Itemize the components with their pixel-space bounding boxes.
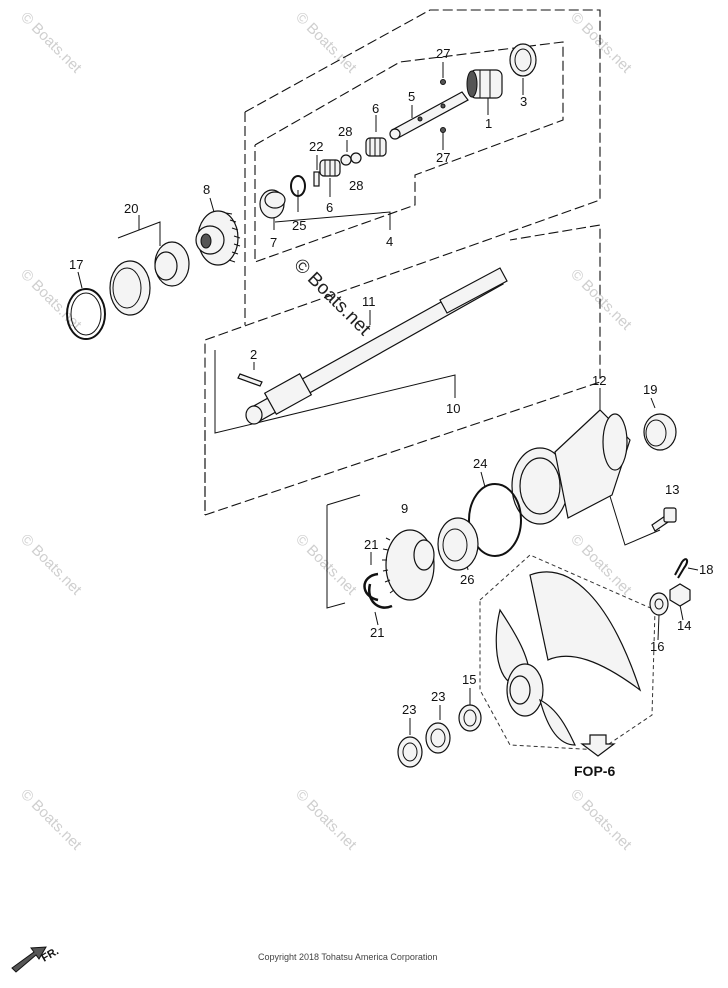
callout-6b: 6 bbox=[326, 200, 333, 215]
bracket-9 bbox=[326, 505, 346, 609]
callout-25: 25 bbox=[292, 218, 306, 233]
part-2-pin bbox=[237, 373, 263, 387]
part-22-pin bbox=[313, 171, 320, 187]
watermark: © Boats.net bbox=[17, 531, 85, 599]
watermark: © Boats.net bbox=[17, 786, 85, 854]
watermark: © Boats.net bbox=[292, 531, 360, 599]
callout-labels: 27 1 3 5 6 28 22 27 28 8 6 20 25 4 7 17 … bbox=[69, 46, 713, 717]
callout-2: 2 bbox=[250, 347, 257, 362]
part-28a-ball bbox=[340, 154, 352, 166]
reference-label: FOP-6 bbox=[574, 763, 615, 779]
reference-arrow-icon bbox=[580, 734, 616, 757]
callout-4: 4 bbox=[386, 234, 393, 249]
part-7-cap bbox=[259, 189, 286, 219]
part-27a-pin bbox=[440, 79, 446, 85]
part-28b-ball bbox=[350, 152, 362, 164]
part-15-spacer bbox=[458, 704, 482, 732]
part-23b-seal bbox=[397, 736, 423, 768]
callout-27a: 27 bbox=[436, 46, 450, 61]
callout-12: 12 bbox=[592, 373, 606, 388]
leader-21b bbox=[374, 611, 379, 626]
callout-1: 1 bbox=[485, 116, 492, 131]
callout-18: 18 bbox=[699, 562, 713, 577]
callout-3: 3 bbox=[520, 94, 527, 109]
leader-19 bbox=[650, 397, 656, 409]
callout-17: 17 bbox=[69, 257, 83, 272]
part-17-ring bbox=[66, 288, 106, 340]
outline-shaft bbox=[204, 224, 601, 516]
part-6a-spring bbox=[365, 137, 387, 157]
leader-8 bbox=[209, 197, 215, 213]
callout-22: 22 bbox=[309, 139, 323, 154]
watermark: © Boats.net bbox=[292, 786, 360, 854]
part-3-seal bbox=[509, 43, 537, 77]
bracket-4 bbox=[274, 211, 391, 230]
leader-24 bbox=[480, 471, 486, 488]
part-21b-shim bbox=[367, 583, 393, 609]
callout-14: 14 bbox=[677, 618, 691, 633]
part-8-gear bbox=[195, 210, 241, 266]
leader-14 bbox=[679, 604, 684, 621]
leader-18 bbox=[687, 567, 699, 571]
callout-21b: 21 bbox=[370, 625, 384, 640]
part-27b-pin bbox=[440, 127, 446, 133]
part-16-washer bbox=[649, 592, 669, 616]
callout-6a: 6 bbox=[372, 101, 379, 116]
callout-20: 20 bbox=[124, 201, 138, 216]
callout-16: 16 bbox=[650, 639, 664, 654]
callout-23b: 23 bbox=[402, 702, 416, 717]
callout-28a: 28 bbox=[338, 124, 352, 139]
part-19-bearing bbox=[643, 413, 677, 451]
part-14-nut bbox=[669, 583, 691, 607]
callout-21a: 21 bbox=[364, 537, 378, 552]
bracket-lines bbox=[117, 211, 661, 609]
copyright-text: Copyright 2018 Tohatsu America Corporati… bbox=[258, 952, 437, 962]
part-6b-spring bbox=[319, 159, 341, 177]
callout-11: 11 bbox=[362, 294, 376, 309]
propeller bbox=[479, 554, 656, 751]
part-5-rod bbox=[389, 91, 469, 140]
callout-13: 13 bbox=[665, 482, 679, 497]
callout-9: 9 bbox=[401, 501, 408, 516]
part-13-bolt bbox=[651, 507, 677, 532]
part-1-clutch bbox=[466, 69, 503, 99]
direction-arrow-icon bbox=[11, 946, 47, 973]
leader-16 bbox=[657, 614, 660, 641]
callout-5: 5 bbox=[408, 89, 415, 104]
part-25-circlip bbox=[290, 175, 306, 197]
bracket-10 bbox=[214, 350, 456, 434]
parts-artwork bbox=[11, 43, 691, 973]
bracket-9-top bbox=[326, 494, 361, 506]
part-26-bearing bbox=[437, 517, 479, 571]
callout-23a: 23 bbox=[431, 689, 445, 704]
callout-27b: 27 bbox=[436, 150, 450, 165]
part-21a-shim bbox=[363, 572, 379, 602]
watermark: © Boats.net bbox=[17, 9, 85, 77]
bracket-20 bbox=[117, 221, 161, 246]
outline-upper bbox=[204, 9, 601, 375]
callout-10: 10 bbox=[446, 401, 460, 416]
callout-28b: 28 bbox=[349, 178, 363, 193]
callout-24: 24 bbox=[473, 456, 487, 471]
callout-26: 26 bbox=[460, 572, 474, 587]
group-outlines bbox=[204, 9, 601, 516]
callout-19: 19 bbox=[643, 382, 657, 397]
watermark: © Boats.net bbox=[567, 9, 635, 77]
part-23a-seal bbox=[425, 722, 451, 754]
callout-8: 8 bbox=[203, 182, 210, 197]
callout-7: 7 bbox=[270, 235, 277, 250]
bracket-13 bbox=[604, 479, 661, 546]
part-24-oring bbox=[468, 483, 522, 557]
watermark: © Boats.net bbox=[567, 266, 635, 334]
part-11-shaft bbox=[245, 267, 508, 425]
leader-17 bbox=[77, 271, 83, 289]
watermark: © Boats.net bbox=[567, 786, 635, 854]
part-9-gear bbox=[382, 529, 435, 601]
part-20-bearing bbox=[109, 241, 190, 316]
part-18-cotter bbox=[674, 558, 689, 579]
callout-15: 15 bbox=[462, 672, 476, 687]
part-12-housing bbox=[511, 409, 631, 525]
watermark-layer: © Boats.net © Boats.net © Boats.net © Bo… bbox=[17, 9, 635, 854]
